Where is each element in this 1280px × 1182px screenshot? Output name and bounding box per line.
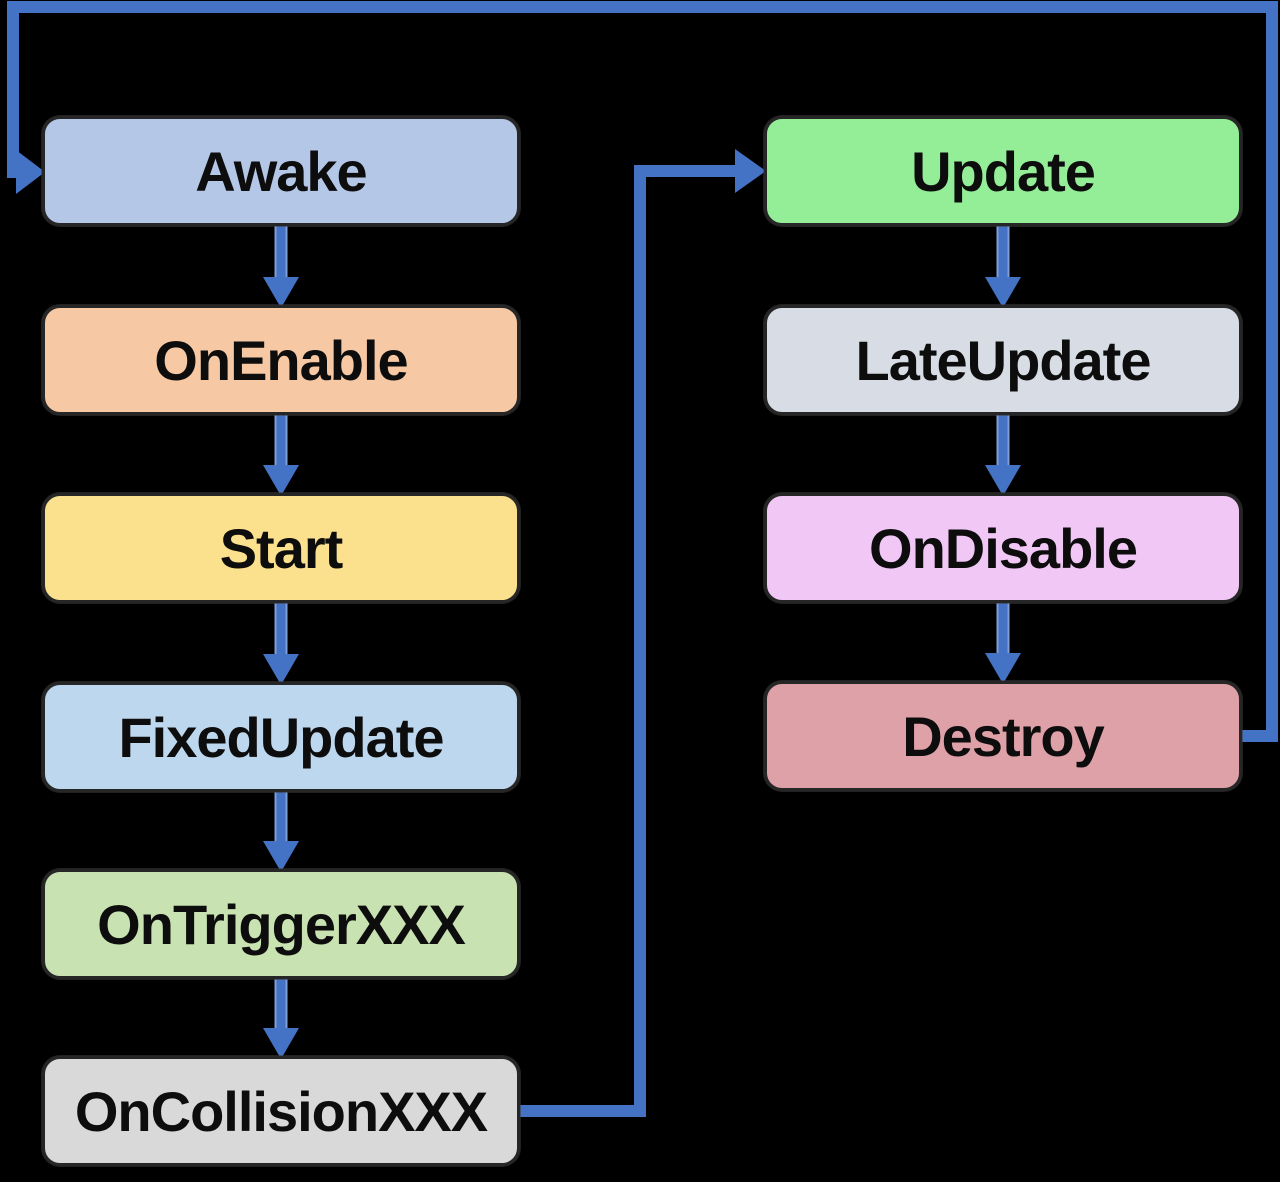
arrowhead-into-lateupdate [985,277,1021,308]
edge-oncollision-update-path [520,165,737,1117]
arrow-shafts [7,1,1278,1117]
arrowhead-into-destroy [985,653,1021,684]
arrowhead-into-onenable [263,277,299,308]
edge-destroy-awake-path [7,1,1278,742]
arrowhead-into-ontriggerxxx [263,841,299,872]
arrowhead-into-ondisable [985,465,1021,496]
arrowhead-into-fixedupdate [263,654,299,685]
node-fixedupdate: FixedUpdate [42,682,520,792]
node-oncollisionxxx: OnCollisionXXX [42,1056,520,1166]
node-destroy: Destroy [764,681,1242,791]
arrowhead-into-oncollisionxxx [263,1028,299,1059]
node-ontriggerxxx: OnTriggerXXX [42,869,520,979]
node-update: Update [764,116,1242,226]
node-fixedupdate-label: FixedUpdate [118,705,444,769]
node-lateupdate: LateUpdate [764,305,1242,415]
arrowhead-into-awake [16,150,45,194]
node-onenable-label: OnEnable [154,328,408,392]
node-start-label: Start [219,516,344,580]
arrowhead-into-update [735,149,766,193]
node-lateupdate-label: LateUpdate [855,328,1152,392]
arrow-heads [16,149,1021,1059]
arrowhead-into-start [263,465,299,496]
node-destroy-label: Destroy [902,704,1105,768]
node-ondisable-label: OnDisable [869,516,1138,580]
node-awake: Awake [42,116,520,226]
node-oncollisionxxx-label: OnCollisionXXX [74,1079,488,1143]
node-ondisable: OnDisable [764,493,1242,603]
node-start: Start [42,493,520,603]
node-onenable: OnEnable [42,305,520,415]
node-update-label: Update [911,139,1096,203]
node-awake-label: Awake [195,139,367,203]
node-ontriggerxxx-label: OnTriggerXXX [97,892,466,956]
